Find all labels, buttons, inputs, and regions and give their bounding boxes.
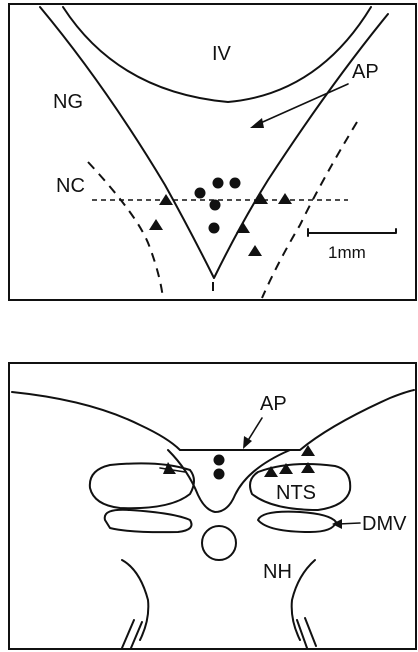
bottom-panel: AP NTS DMV NH (9, 363, 416, 649)
marker-triangle (248, 245, 262, 256)
marker-dot (209, 223, 220, 234)
rootlet-right-a (297, 620, 307, 648)
label-ap-bottom: AP (260, 393, 287, 415)
marker-triangle (278, 193, 292, 204)
marker-dot (213, 178, 224, 189)
ap-arrow-line-bottom (247, 418, 262, 442)
top-panel: IV AP NG NC 1mm (9, 4, 416, 300)
ap-arrow-line (256, 84, 348, 125)
ap-arrow-head-bottom (243, 436, 252, 449)
central-canal (202, 526, 236, 560)
brainstem-outline (12, 390, 414, 450)
marker-dot (214, 469, 225, 480)
label-nts: NTS (276, 482, 316, 504)
marker-dot (210, 200, 221, 211)
label-iv: IV (212, 43, 232, 65)
marker-triangle (149, 219, 163, 230)
area-postrema-outline (168, 450, 290, 512)
nh-right-curve (292, 560, 315, 640)
nh-left-curve (122, 560, 148, 640)
nts-left-outline (90, 463, 194, 508)
label-ng: NG (53, 91, 83, 113)
nc-dashed-right (262, 122, 357, 298)
label-ap-top: AP (352, 61, 379, 83)
rootlet-right-b (305, 618, 316, 646)
label-nc: NC (56, 175, 85, 197)
label-nh: NH (263, 561, 292, 583)
label-dmv: DMV (362, 513, 407, 535)
dmv-left-outline (105, 510, 192, 532)
ap-arrow-head (250, 118, 264, 128)
marker-dot (230, 178, 241, 189)
marker-dot (214, 455, 225, 466)
rootlet-left-b (131, 622, 142, 648)
marker-triangle (236, 222, 250, 233)
marker-dot (195, 188, 206, 199)
dmv-right-outline (258, 512, 336, 532)
bottom-panel-frame (9, 363, 416, 649)
scale-bar (308, 229, 396, 236)
scale-bar-label: 1mm (328, 243, 366, 262)
